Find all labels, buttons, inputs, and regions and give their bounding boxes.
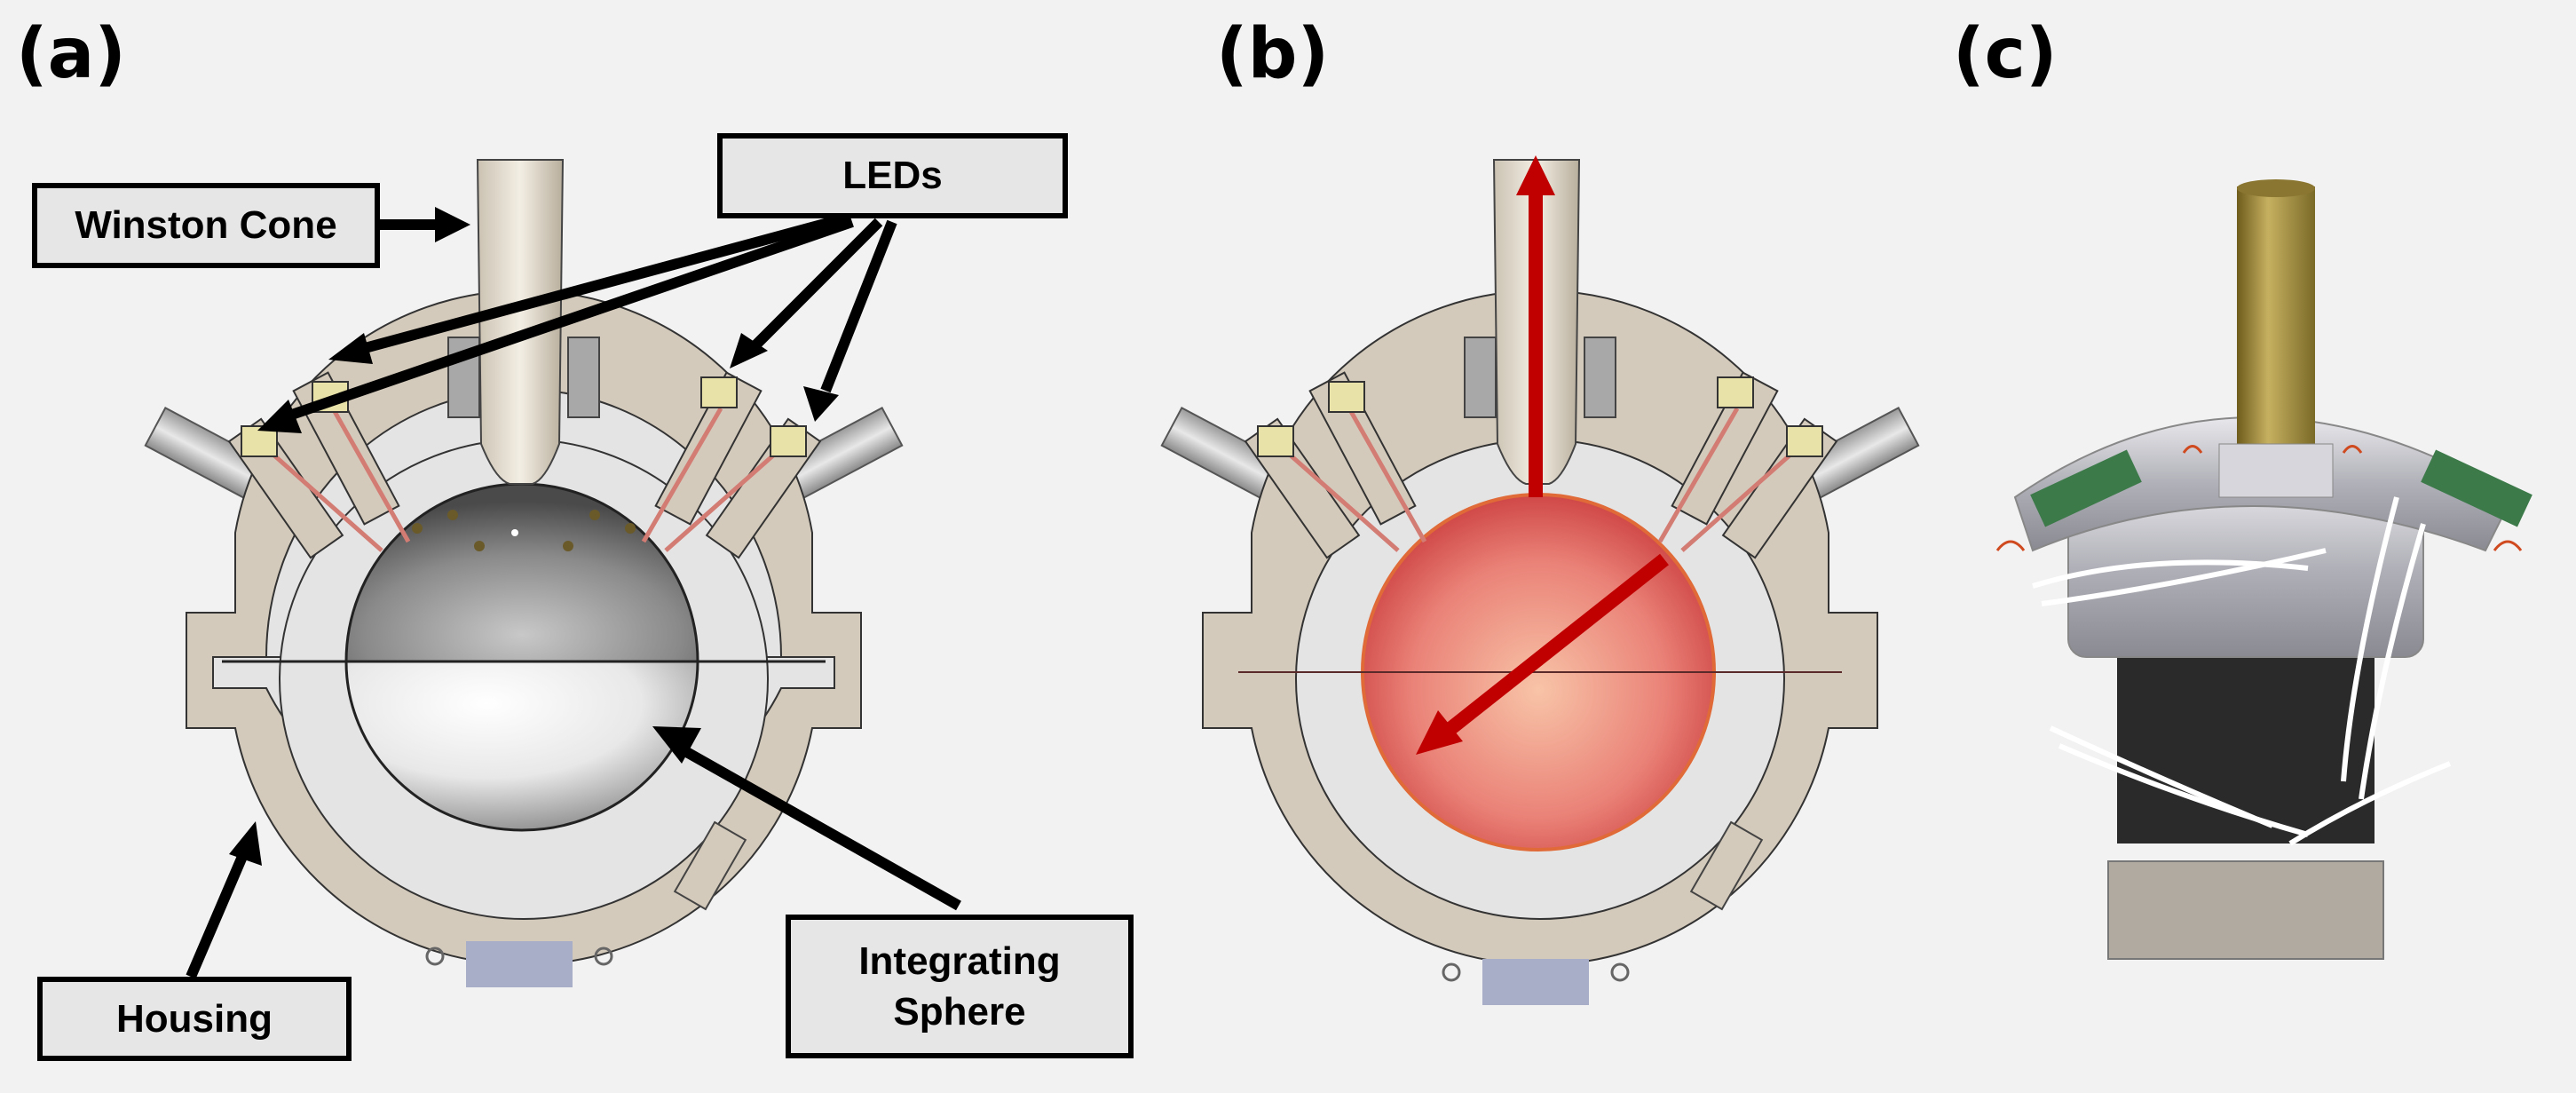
callout-integrating-sphere-line1: Integrating — [858, 939, 1061, 983]
callout-integrating-sphere-line2: Sphere — [893, 990, 1026, 1034]
arrow-led-1 — [353, 212, 849, 356]
cone-collar — [2218, 443, 2334, 498]
cone-flange-right — [567, 337, 600, 418]
panel-label-a: (a) — [16, 14, 126, 94]
panel-label-b: (b) — [1216, 14, 1330, 94]
callout-housing: Housing — [37, 977, 352, 1061]
callout-leds: LEDs — [717, 133, 1068, 218]
arrow-light-exit-head — [1516, 155, 1555, 195]
bottom-connector — [466, 941, 573, 987]
arrow-light-reflect — [1447, 553, 1669, 734]
side-fitting — [673, 820, 747, 911]
pcb-left — [2030, 449, 2142, 527]
callout-leds-text: LEDs — [842, 154, 943, 198]
arrow-led-3 — [750, 218, 883, 351]
arrow-led-2 — [282, 217, 854, 423]
brass-cone — [2237, 186, 2315, 453]
wiring — [2032, 496, 2452, 846]
callout-winston-cone-text: Winston Cone — [75, 203, 337, 248]
pcb-right — [2421, 449, 2533, 527]
callout-housing-text: Housing — [116, 996, 273, 1041]
panel-label-c: (c) — [1953, 14, 2058, 94]
panel-c-photo — [1995, 179, 2533, 960]
arrow-integrating-sphere — [681, 745, 961, 911]
callout-arrows — [186, 207, 961, 979]
callout-winston-cone: Winston Cone — [32, 183, 380, 268]
base-mount — [2107, 860, 2384, 960]
panel-a-device — [144, 159, 904, 987]
arrow-housing — [186, 850, 249, 979]
callout-integrating-sphere: Integrating Sphere — [786, 915, 1134, 1058]
light-path-arrows — [1416, 155, 1669, 755]
sphere-ports — [412, 510, 636, 551]
winston-cone — [476, 159, 565, 485]
arrow-light-reflect-head — [1416, 710, 1463, 755]
arrow-led-4 — [820, 219, 897, 393]
